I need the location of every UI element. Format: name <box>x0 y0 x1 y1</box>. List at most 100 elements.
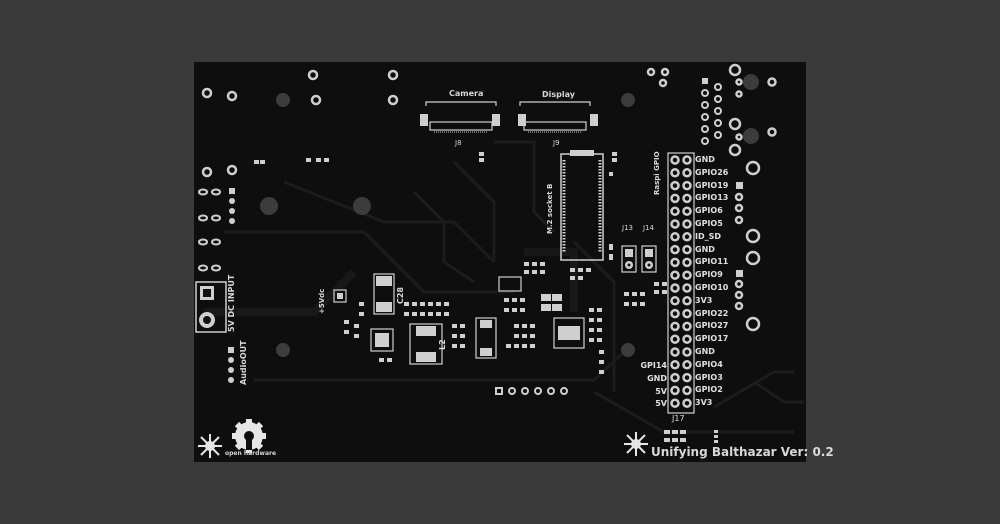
smd-pad <box>599 370 604 374</box>
smd-pad <box>379 358 384 362</box>
gpio-pin <box>682 398 692 408</box>
smd-pad <box>514 324 519 328</box>
smd-pad <box>632 302 637 306</box>
open-hardware-label: open hardware <box>225 450 277 457</box>
smd-pad <box>540 270 545 274</box>
m2-socket-label: M.2 socket B <box>546 183 554 234</box>
smd-pad <box>522 344 527 348</box>
gpio-pin-label: GPIO5 <box>695 219 723 228</box>
gpio-pin <box>670 244 680 255</box>
smd-pad <box>479 158 484 162</box>
gpio-pin <box>670 385 680 396</box>
smd-pad <box>540 262 545 266</box>
smd-pad <box>404 312 409 316</box>
gpio-pin <box>682 219 692 229</box>
smd-pad <box>324 158 329 162</box>
gpio-pin <box>670 321 680 332</box>
gpio-pin <box>670 283 680 293</box>
gpio-pin <box>682 232 692 242</box>
gpio-pin <box>682 372 692 383</box>
smd-pad <box>589 318 594 322</box>
smd-pad <box>654 282 659 286</box>
smd-pad <box>504 298 509 302</box>
j8-label: J8 <box>455 139 462 147</box>
j9-label: J9 <box>553 139 560 147</box>
smd-pad <box>344 320 349 324</box>
smd-pad <box>306 158 311 162</box>
smd-pad <box>428 312 433 316</box>
gpio-pin-label: 3V3 <box>695 295 713 305</box>
pcb-artwork <box>195 63 804 458</box>
smd-pad <box>524 262 529 266</box>
gpio-pin <box>682 296 692 306</box>
camera-label: Camera <box>449 89 484 98</box>
gpio-pin <box>682 168 692 178</box>
smd-pad <box>640 302 645 306</box>
gpio-pin <box>670 206 680 216</box>
smd-pad <box>640 292 645 296</box>
smd-pad <box>624 302 629 306</box>
smd-pad <box>420 302 425 306</box>
board-title: Unifying Balthazar Ver: 0.2 <box>651 445 834 459</box>
gpio-pin-label: GND <box>695 244 715 254</box>
gpio-pin-label: ID_SD <box>695 231 722 241</box>
smd-pad <box>354 324 359 328</box>
smd-pad <box>260 160 265 164</box>
smd-pad <box>412 302 417 306</box>
gpio-pin <box>670 347 680 357</box>
smd-pad <box>344 330 349 334</box>
smd-pad <box>460 344 465 348</box>
smd-pad <box>254 160 259 164</box>
smd-pad <box>578 268 583 272</box>
smd-pad <box>444 302 449 306</box>
gpio-pin <box>682 270 692 280</box>
smd-pad <box>512 298 517 302</box>
smd-pad <box>452 324 457 328</box>
smd-pad <box>506 344 511 348</box>
gpio-pin <box>682 244 692 255</box>
smd-pad <box>316 158 321 162</box>
smd-pad <box>612 152 617 156</box>
gpio-pin-label: GPIO10 <box>695 283 729 292</box>
smd-pad <box>570 276 575 280</box>
smd-pad <box>597 338 602 342</box>
gpio-pin-label: GPIO2 <box>695 385 723 395</box>
smd-pad <box>662 282 667 286</box>
gpio-pin <box>670 360 680 370</box>
gpio-pin <box>670 232 680 242</box>
gpio-pin-label: GPIO17 <box>695 334 729 344</box>
smd-pad <box>460 334 465 338</box>
gpio-pin-label: GPIO13 <box>695 193 729 203</box>
smd-pad <box>597 328 602 332</box>
display-label: Display <box>542 90 575 99</box>
gpio-pin-label: GND <box>695 155 715 164</box>
smd-pad <box>520 308 525 312</box>
dc-input-label: 5V DC INPUT <box>227 274 236 332</box>
smd-pad <box>387 358 392 362</box>
gpio-pin-label: GPIO4 <box>695 359 723 369</box>
gpio-pin <box>682 283 692 293</box>
smd-pad <box>436 302 441 306</box>
smd-pad <box>512 308 517 312</box>
gpio-pin-label: GPIO19 <box>695 180 729 190</box>
l2-label: L2 <box>438 339 447 350</box>
smd-pad <box>589 328 594 332</box>
gpio-pin-label: 3V3 <box>695 398 713 408</box>
j17-label: J17 <box>672 414 685 423</box>
smd-pad <box>530 334 535 338</box>
smd-pad <box>520 298 525 302</box>
smd-pad <box>578 276 583 280</box>
smd-pad <box>654 290 659 294</box>
smd-pad <box>599 360 604 364</box>
smd-pad <box>597 318 602 322</box>
smd-pad <box>589 338 594 342</box>
smd-pad <box>599 350 604 354</box>
gpio-pin <box>670 180 680 191</box>
gpio-left-label: 5V <box>655 399 667 409</box>
gpio-pin-label: GPIO9 <box>695 270 723 280</box>
smd-pad <box>589 308 594 312</box>
gpio-pin <box>670 155 680 165</box>
smd-pad <box>404 302 409 306</box>
gpio-pin <box>682 321 692 332</box>
j14-label: J14 <box>643 224 654 232</box>
